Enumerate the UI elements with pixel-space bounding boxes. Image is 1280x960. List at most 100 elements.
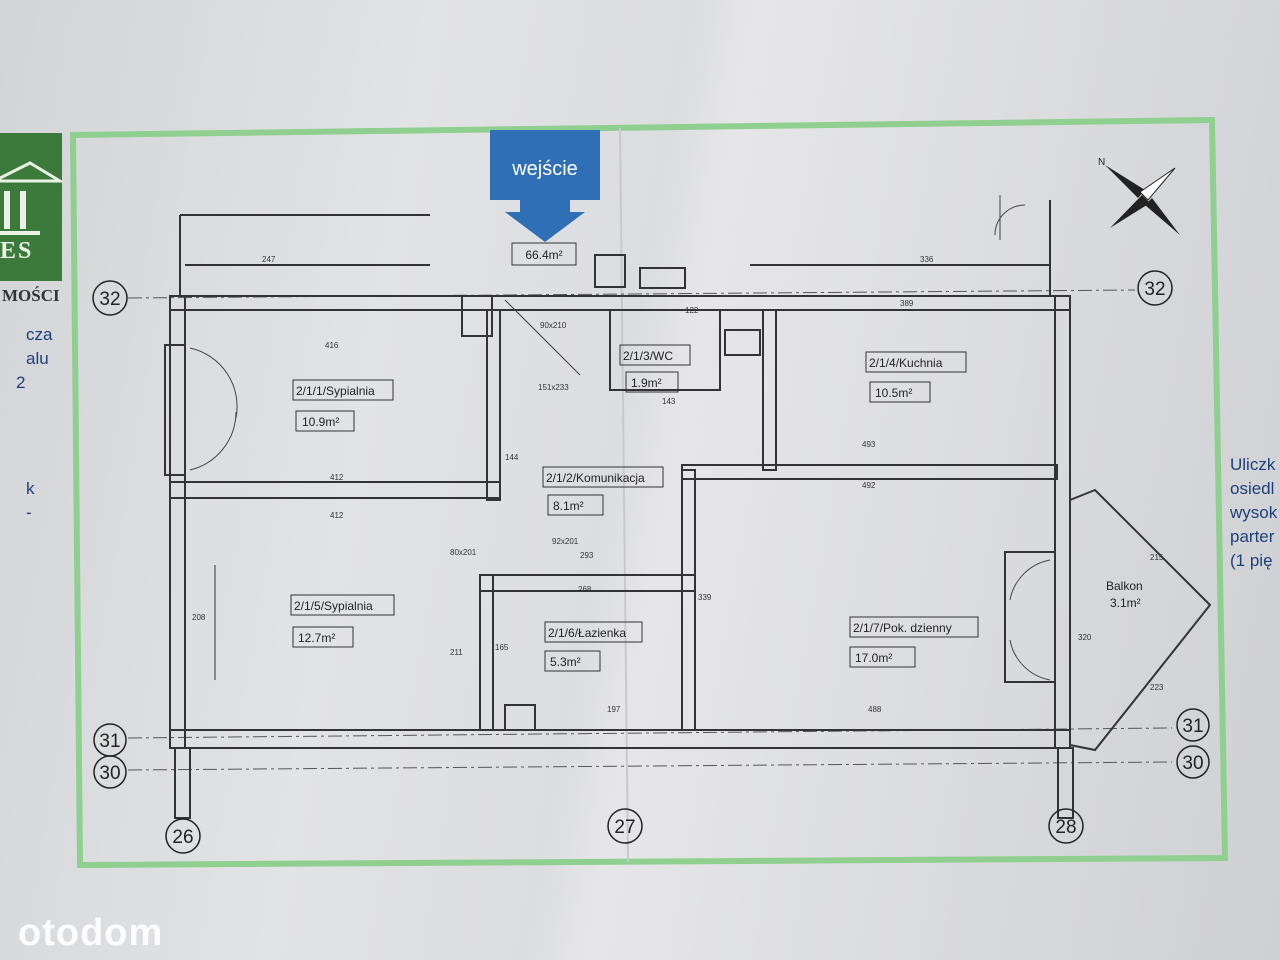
dimension-label: 492 bbox=[862, 481, 876, 490]
left-text-line: cza bbox=[26, 325, 53, 344]
plan-group bbox=[189, 195, 1051, 681]
axis-label: 32 bbox=[99, 289, 120, 310]
axis-label: 30 bbox=[99, 763, 120, 784]
plan-line bbox=[1048, 808, 1084, 844]
plan-group bbox=[92, 270, 1210, 854]
plan-line bbox=[165, 818, 201, 854]
plan-line bbox=[594, 254, 626, 288]
plan-line bbox=[1054, 295, 1071, 749]
right-text-line: wysok bbox=[1230, 503, 1278, 522]
plan-line bbox=[681, 469, 696, 731]
axis-label: 32 bbox=[1144, 279, 1165, 300]
axis-label: 31 bbox=[99, 731, 120, 752]
plan-line bbox=[189, 411, 237, 471]
dimension-label: 268 bbox=[578, 585, 592, 594]
plan-line bbox=[724, 329, 761, 356]
plan-line bbox=[292, 379, 394, 401]
plan-line bbox=[292, 626, 354, 648]
plan-line bbox=[849, 616, 979, 638]
left-text-line: k bbox=[26, 479, 35, 498]
room-name: 2/1/6/Łazienka bbox=[548, 626, 626, 640]
room-name: 2/1/3/WC bbox=[623, 349, 673, 363]
plan-line bbox=[542, 466, 664, 488]
plan-line bbox=[1009, 559, 1051, 601]
plan-line bbox=[93, 755, 127, 789]
plan-line bbox=[1139, 167, 1176, 201]
plan-line bbox=[479, 574, 494, 731]
plan-line bbox=[4, 191, 10, 229]
room-area: 10.9m² bbox=[302, 415, 339, 429]
dimension-label: 293 bbox=[580, 551, 594, 560]
plan-group bbox=[164, 200, 1212, 819]
right-text: Uliczk osiedl wysok parter (1 pię bbox=[1230, 453, 1277, 573]
right-text-line: (1 pię bbox=[1230, 551, 1273, 570]
axis-label: 27 bbox=[614, 817, 635, 838]
dimension-label: 197 bbox=[607, 705, 621, 714]
axis-label: 31 bbox=[1182, 716, 1203, 737]
watermark: otodom bbox=[18, 912, 164, 954]
plan-group: 2/1/1/Sypialnia 10.9m² 2/1/2/Komunikacja… bbox=[290, 344, 1143, 672]
room-area: 8.1m² bbox=[553, 499, 584, 513]
plan-line bbox=[1176, 745, 1210, 779]
room-area: 12.7m² bbox=[298, 631, 335, 645]
plan-line bbox=[20, 191, 26, 229]
dimension-label: 247 bbox=[262, 255, 276, 264]
plan-line bbox=[189, 347, 238, 419]
plan-line bbox=[1009, 639, 1051, 681]
dimension-label: 412 bbox=[330, 511, 344, 520]
plan-line bbox=[625, 371, 679, 393]
dimension-label: 336 bbox=[920, 255, 934, 264]
plan-line bbox=[681, 464, 1058, 480]
plan-line bbox=[849, 646, 916, 668]
dimension-label: 122 bbox=[685, 306, 699, 315]
plan-group: 247 336 416 412 412 389 493 492 488 293 … bbox=[192, 255, 1164, 714]
total-area-box bbox=[511, 242, 577, 266]
entrance-label: wejście bbox=[511, 158, 578, 180]
plan-line bbox=[1176, 708, 1210, 742]
dimension-label: 211 bbox=[450, 648, 463, 657]
dimension-label: 165 bbox=[495, 643, 509, 652]
dimension-label: 143 bbox=[662, 397, 676, 406]
left-text-line: 2 bbox=[16, 373, 26, 392]
total-area: 66.4m² bbox=[525, 248, 562, 262]
dimension-label: 493 bbox=[862, 440, 876, 449]
entrance-arrow-icon bbox=[505, 200, 585, 242]
plan-line bbox=[619, 344, 691, 366]
dimension-label: 151x233 bbox=[538, 383, 569, 392]
room-name: 2/1/5/Sypialnia bbox=[294, 599, 373, 613]
dimension-label: 92x201 bbox=[552, 537, 579, 546]
dimension-label: 389 bbox=[900, 299, 914, 308]
entrance-box bbox=[490, 130, 600, 200]
axis-label: 26 bbox=[172, 827, 193, 848]
room-area: 10.5m² bbox=[875, 386, 912, 400]
balcony-area: 3.1m² bbox=[1110, 596, 1141, 610]
dimension-label: 215 bbox=[1150, 553, 1164, 562]
plan-line bbox=[169, 295, 186, 749]
right-text-line: osiedl bbox=[1230, 479, 1275, 498]
plan-line bbox=[994, 204, 1026, 236]
plan-line bbox=[1069, 488, 1212, 752]
axis-label: 28 bbox=[1055, 817, 1076, 838]
plan-line bbox=[1004, 551, 1056, 683]
compass-icon: N bbox=[1098, 157, 1180, 235]
dimension-label: 80x201 bbox=[450, 548, 477, 557]
plan-line bbox=[1110, 195, 1150, 228]
left-text-line: alu bbox=[26, 349, 49, 368]
right-text-line: Uliczk bbox=[1230, 455, 1276, 474]
plan-line bbox=[169, 729, 1071, 749]
plan-line bbox=[1145, 198, 1180, 235]
room-name: 2/1/2/Komunikacja bbox=[546, 471, 645, 485]
balcony-name: Balkon bbox=[1106, 579, 1143, 593]
plan-line bbox=[127, 289, 1136, 299]
plan-line bbox=[1057, 747, 1074, 819]
plan-line bbox=[169, 481, 501, 499]
plan-group: 32 32 31 31 30 30 26 27 28 bbox=[99, 279, 1203, 848]
room-name: 2/1/4/Kuchnia bbox=[869, 356, 943, 370]
plan-line bbox=[1105, 165, 1145, 198]
plan-line bbox=[92, 280, 128, 316]
axis-label: 30 bbox=[1182, 753, 1203, 774]
dimension-label: 488 bbox=[868, 705, 882, 714]
dimension-label: 412 bbox=[330, 473, 344, 482]
